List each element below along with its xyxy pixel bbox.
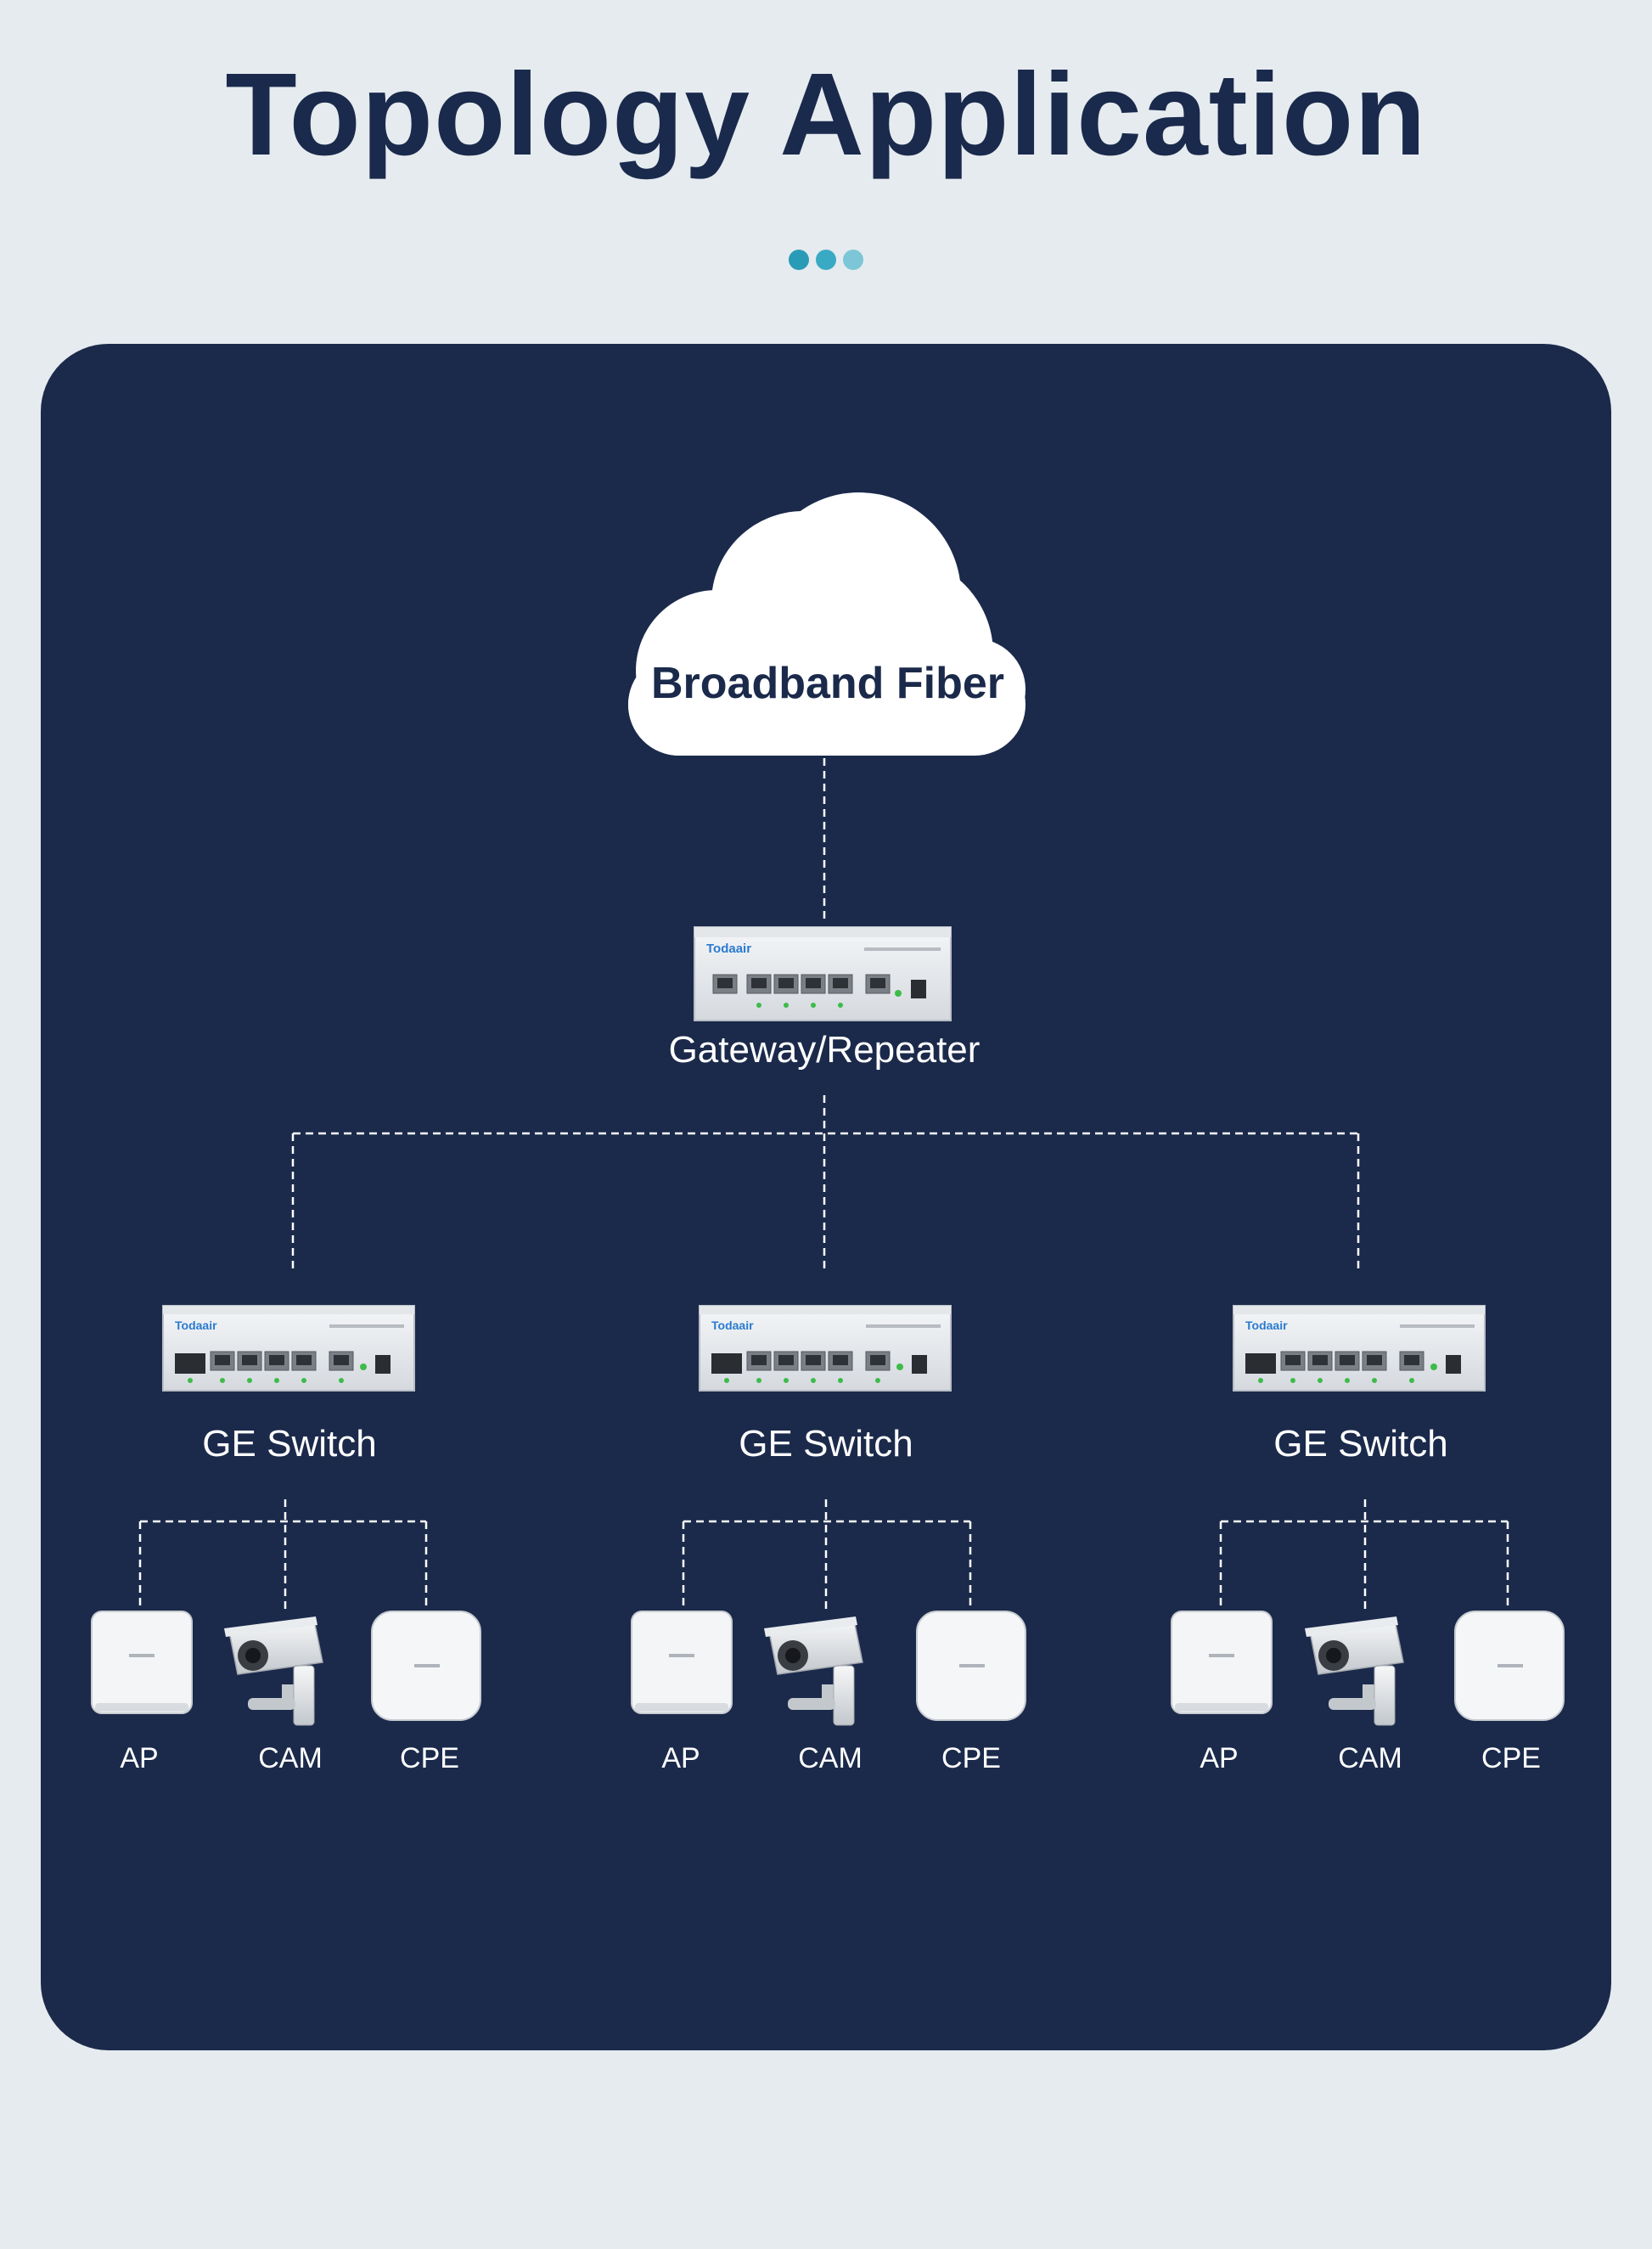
line-switch-2-devices — [682, 1499, 972, 1611]
line-switch-1-devices — [138, 1499, 428, 1611]
switch-2-brand: Todaair — [711, 1318, 754, 1332]
access-point-icon-1 — [91, 1611, 193, 1714]
device-label-2-cam: CAM — [798, 1742, 863, 1774]
device-label-3-ap: AP — [1200, 1742, 1239, 1774]
device-label-1-cam: CAM — [258, 1742, 323, 1774]
camera-icon-1 — [224, 1616, 323, 1726]
line-switch-3-devices — [1219, 1499, 1509, 1611]
cloud-label: Broadband Fiber — [650, 659, 1005, 708]
device-label-3-cpe: CPE — [1481, 1742, 1541, 1774]
cpe-icon-1 — [371, 1611, 481, 1721]
switch-3-label: GE Switch — [1273, 1423, 1448, 1465]
cpe-icon-3 — [1454, 1611, 1565, 1721]
dot-3 — [843, 250, 863, 270]
switch-1-brand: Todaair — [175, 1318, 217, 1332]
camera-icon-2 — [764, 1616, 863, 1726]
switch-1-label: GE Switch — [202, 1423, 377, 1465]
camera-icon-3 — [1305, 1616, 1404, 1726]
device-label-2-cpe: CPE — [941, 1742, 1001, 1774]
page-title: Topology Application — [225, 49, 1427, 180]
device-label-2-ap: AP — [661, 1742, 700, 1774]
cloud-icon — [628, 492, 1025, 756]
switch-icon-3: Todaair — [1233, 1305, 1486, 1392]
cpe-icon-2 — [916, 1611, 1026, 1721]
dot-1 — [789, 250, 809, 270]
decorative-dots — [789, 250, 865, 272]
gateway-brand: Todaair — [706, 942, 751, 956]
device-label-1-cpe: CPE — [400, 1742, 459, 1774]
device-label-1-ap: AP — [120, 1742, 159, 1774]
router-icon: Todaair — [694, 926, 952, 1021]
switch-icon-2: Todaair — [699, 1305, 952, 1392]
connection-lines — [138, 758, 1509, 1611]
dot-2 — [816, 250, 836, 270]
gateway-label: Gateway/Repeater — [668, 1029, 981, 1071]
switch-icon-1: Todaair — [162, 1305, 415, 1392]
access-point-icon-3 — [1171, 1611, 1273, 1714]
switch-2-label: GE Switch — [739, 1423, 913, 1465]
device-label-3-cam: CAM — [1338, 1742, 1402, 1774]
access-point-icon-2 — [631, 1611, 733, 1714]
switch-3-brand: Todaair — [1245, 1318, 1288, 1332]
